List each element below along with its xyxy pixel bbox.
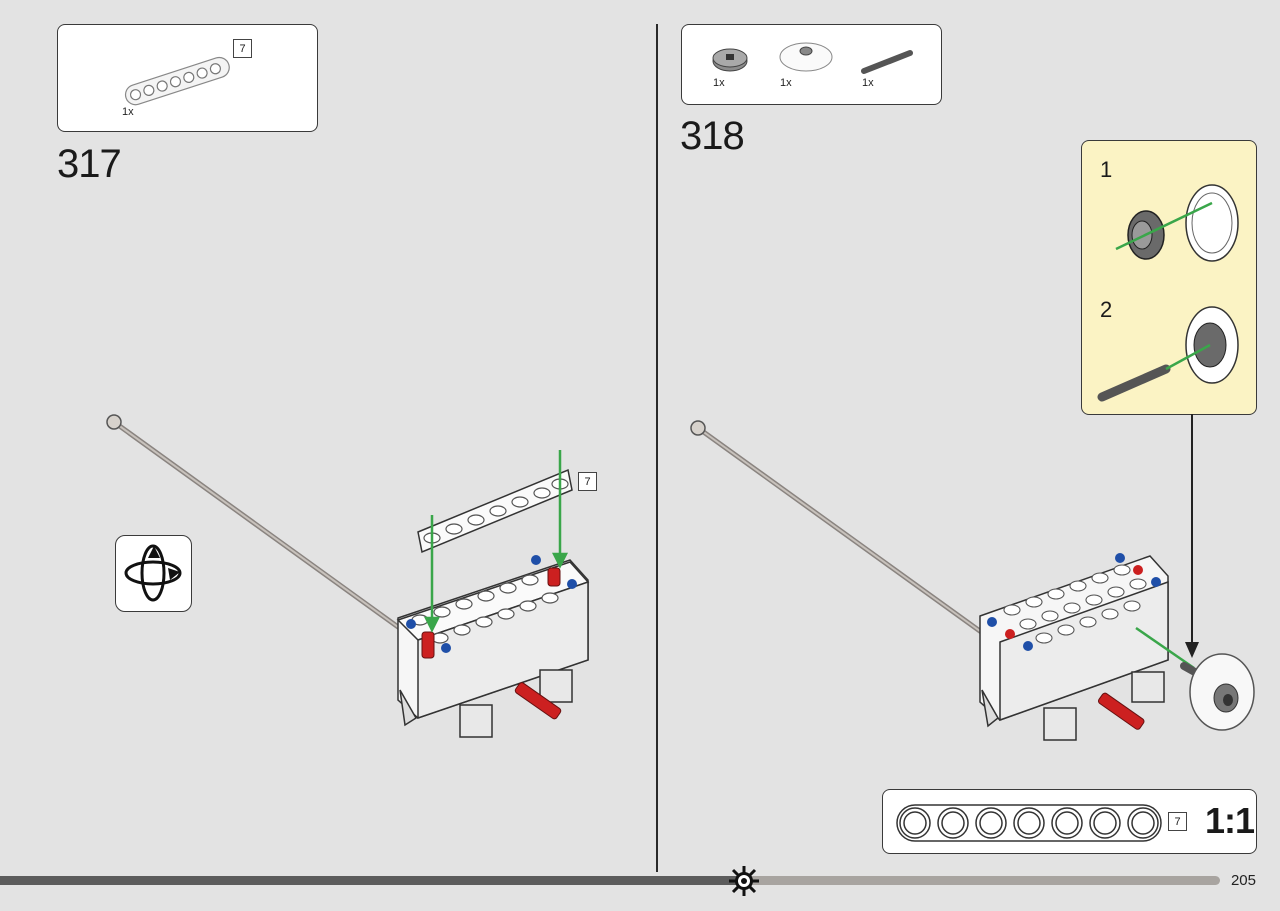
wheel-hub-icon xyxy=(712,48,748,72)
scale-label: 1:1 xyxy=(1205,800,1255,841)
liftarm-7-icon xyxy=(124,56,230,106)
progress-gear-icon xyxy=(729,866,759,896)
progress-bar xyxy=(0,876,1220,885)
ruler-length-box: 7 xyxy=(1168,812,1187,831)
model-illustration-318 xyxy=(690,420,1255,741)
model-illustration-317 xyxy=(106,414,590,738)
dish-icon xyxy=(779,42,833,72)
callout-length-box: 7 xyxy=(578,472,597,491)
parts-panel-317: 7 1x xyxy=(57,24,318,132)
part-quantity: 1x xyxy=(780,77,792,89)
callout-arrow xyxy=(1185,414,1199,658)
step-number-317: 317 xyxy=(57,142,122,186)
scale-ruler-panel: 7 1:1 xyxy=(882,789,1257,854)
page-number: 205 xyxy=(1230,872,1256,889)
rotate-model-icon xyxy=(124,544,182,602)
substep-number-1: 1 xyxy=(1100,157,1113,182)
substep-1-illustration xyxy=(1115,184,1239,262)
subassembly-callout: 1 2 xyxy=(1081,140,1257,415)
axle-icon xyxy=(861,50,913,74)
substep-number-2: 2 xyxy=(1100,297,1113,322)
substep-2-illustration xyxy=(1097,306,1239,402)
part-quantity: 1x xyxy=(862,77,874,89)
part-length-box: 7 xyxy=(233,39,252,58)
parts-panel-318: 1x 1x 1x xyxy=(681,24,942,105)
part-quantity: 1x xyxy=(122,106,134,118)
rotate-model-callout xyxy=(115,535,192,612)
page-divider xyxy=(656,24,658,872)
part-quantity: 1x xyxy=(713,77,725,89)
step-number-318: 318 xyxy=(680,114,745,158)
liftarm-1-1-outline xyxy=(896,804,1162,842)
